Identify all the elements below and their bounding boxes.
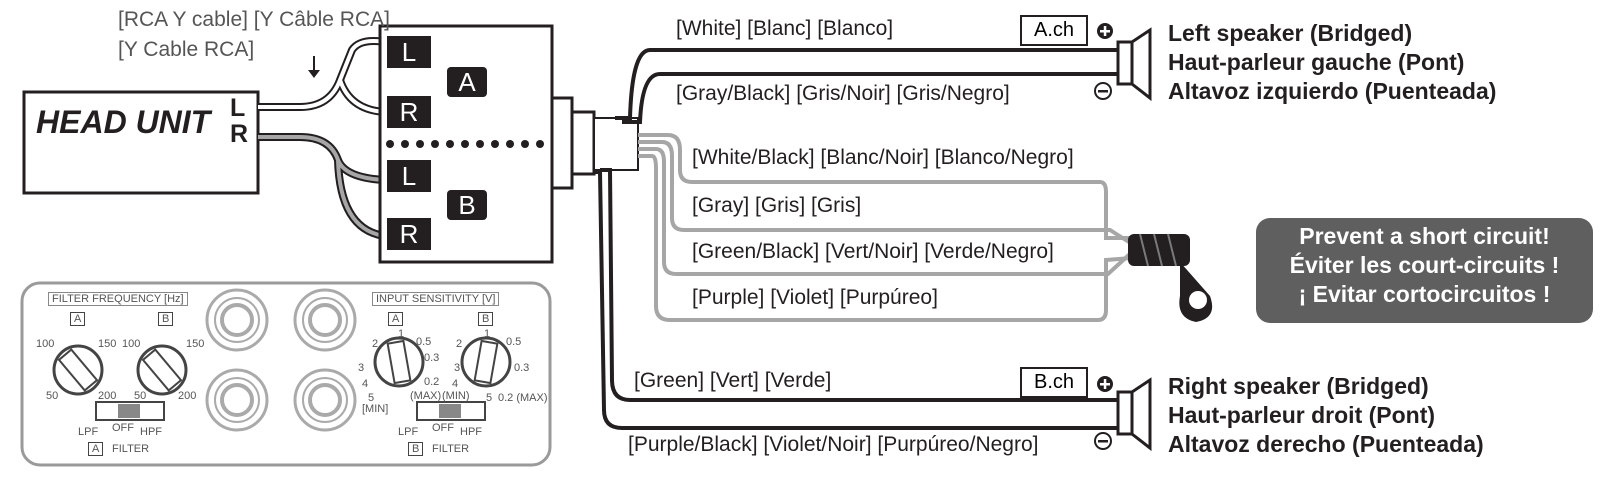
sens-a-label: A [388,312,404,326]
ff-a-tick-100: 100 [36,338,55,350]
minus-icon-a [1094,82,1112,100]
sens-a-max: (MAX) [410,390,442,402]
divider-dots [386,140,544,148]
rca-cable-b-outline [258,133,386,240]
left-speaker-es: Altavoz izquierdo (Puenteada) [1168,78,1497,104]
input-a-l-label: L [387,36,431,68]
filter-switch-icons [95,401,486,421]
minus-icon-b [1094,432,1112,450]
harness-bundle [593,117,639,171]
gray-wires [638,133,1134,322]
ff-b-tick-50: 50 [134,390,147,402]
tape-icon [1128,233,1213,322]
sens-b-label: B [478,312,494,326]
filter-b-hpf: HPF [460,426,482,438]
wire-label-gray: [Gray] [Gris] [Gris] [692,194,862,217]
filter-frequency-label: FILTER FREQUENCY [Hz] [48,292,188,306]
rca-cable-b [258,135,386,238]
input-b-badge: B [447,190,487,220]
sens-b-tick-3: 3 [454,362,461,374]
sens-a-min: [MIN] [362,403,389,415]
sens-a-tick-3: 3 [358,362,365,374]
ff-a-tick-50: 50 [46,390,59,402]
sens-a-tick-1: 1 [398,328,405,340]
wire-label-gray-black: [Gray/Black] [Gris/Noir] [Gris/Negro] [676,82,1010,105]
ff-b-label: B [158,312,174,326]
channel-b-label: B.ch [1020,367,1088,398]
ff-a-tick-150: 150 [98,338,117,350]
connector-body [550,96,574,190]
right-speaker-es: Altavoz derecho (Puenteada) [1168,431,1484,457]
filter-b-off: OFF [432,422,454,434]
filter-a-badge: A [88,442,104,456]
wire-label-white: [White] [Blanc] [Blanco] [676,17,894,40]
ff-b-tick-150: 150 [186,338,205,350]
rca-jack-icons [205,288,357,432]
sens-b-min: (MIN) [442,390,470,402]
channel-a-label: A.ch [1020,15,1088,46]
wire-white [615,48,1120,120]
head-unit-title: HEAD UNIT [36,104,211,140]
filter-a-hpf: HPF [140,426,162,438]
input-a-badge: A [447,67,487,97]
filter-b-badge: B [408,442,424,456]
connector-plug [570,110,596,176]
warning-fr: Éviter les court-circuits ! [1289,252,1560,278]
filter-a-off: OFF [112,422,134,434]
cable-note-line2: [Y Cable RCA] [118,38,255,61]
wire-gray-black [622,72,1120,124]
knob-icons [52,336,512,396]
plus-icon-b [1097,376,1113,392]
sens-b-tick-05: 0.5 [506,336,522,348]
sens-b-tick-5: 5 [486,392,493,404]
wire-label-purple: [Purple] [Violet] [Purpúreo] [692,286,938,309]
sens-b-tick-1: 1 [484,328,491,340]
sens-b-tick-2: 2 [456,338,463,350]
wire-label-white-black: [White/Black] [Blanc/Noir] [Blanco/Negro… [692,146,1074,169]
filter-a-label: FILTER [112,443,150,455]
wire-label-green: [Green] [Vert] [Verde] [634,369,832,392]
wire-purple-black [594,170,1120,430]
input-b-r-label: R [387,218,431,250]
filter-a-lpf: LPF [78,426,99,438]
head-unit-r: R [230,120,249,148]
right-speaker-icon [1116,377,1152,452]
cable-arrow-head [308,70,320,78]
head-unit-l: L [230,94,246,122]
sens-a-tick-5: 5 [368,392,375,404]
filter-b-lpf: LPF [398,426,419,438]
rca-cable-a [258,39,386,114]
sens-b-tick-03: 0.3 [514,362,530,374]
filter-b-label: FILTER [432,443,470,455]
input-a-r-label: R [387,96,431,128]
sens-a-tick-2: 2 [372,338,379,350]
input-sensitivity-label: INPUT SENSITIVITY [V] [372,292,500,306]
ff-a-label: A [70,312,86,326]
right-speaker-fr: Haut-parleur droit (Pont) [1168,402,1436,428]
left-speaker-en: Left speaker (Bridged) [1168,20,1413,46]
ff-a-tick-200: 200 [98,390,117,402]
sens-a-tick-02: 0.2 [424,376,440,388]
warning-box [1256,218,1593,323]
input-b-l-label: L [387,160,431,192]
head-unit-box [22,90,260,195]
wire-label-purple-black: [Purple/Black] [Violet/Noir] [Purpúreo/N… [628,433,1039,456]
plus-icon-a [1097,23,1113,39]
ff-b-tick-100: 100 [122,338,141,350]
ff-b-tick-200: 200 [178,390,197,402]
wire-label-green-black: [Green/Black] [Vert/Noir] [Verde/Negro] [692,240,1054,263]
sens-a-tick-4: 4 [362,378,369,390]
left-speaker-icon [1116,27,1152,102]
cable-note-line1: [RCA Y cable] [Y Câble RCA] [118,8,390,31]
sens-b-max: 0.2 (MAX) [498,392,548,404]
warning-en: Prevent a short circuit! [1299,223,1550,249]
sens-a-tick-03: 0.3 [424,352,440,364]
warning-es: ¡ Evitar cortocircuitos ! [1298,281,1551,307]
wire-green [600,168,1120,402]
right-speaker-en: Right speaker (Bridged) [1168,373,1429,399]
sens-a-tick-05: 0.5 [416,336,432,348]
left-speaker-fr: Haut-parleur gauche (Pont) [1168,49,1465,75]
sens-b-tick-4: 4 [452,378,459,390]
